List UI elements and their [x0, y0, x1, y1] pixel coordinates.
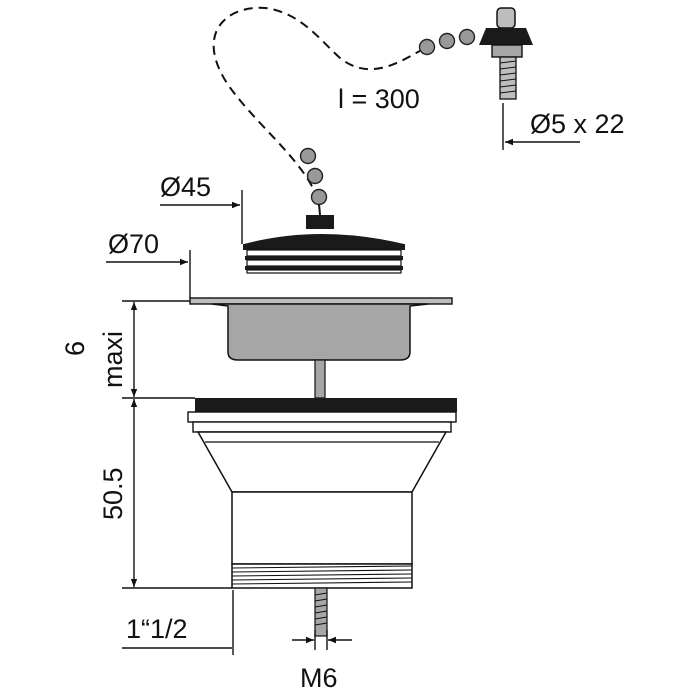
bolt-thread-dimension — [292, 630, 352, 650]
thread-size-label: 1“1/2 — [126, 614, 188, 644]
gap-max-value-label: 6 — [60, 341, 90, 356]
flange-diameter-dimension — [106, 250, 191, 298]
thread-size-dimension — [122, 590, 234, 655]
vertical-dimensions — [122, 300, 232, 589]
bolt-upper — [314, 359, 326, 399]
stopper-diameter-dimension — [160, 190, 243, 244]
bolt-lower — [314, 587, 328, 637]
chain-line — [212, 6, 426, 201]
bolt-thread-label: M6 — [300, 663, 338, 693]
strainer-flange — [189, 297, 453, 361]
stopper-diameter-label: Ø45 — [160, 172, 211, 202]
pin-assembly — [479, 7, 533, 100]
waste-body — [187, 398, 457, 589]
flange-diameter-label: Ø70 — [108, 229, 159, 259]
pin-dimension — [502, 103, 580, 150]
stopper — [243, 215, 405, 274]
chain-length-label: l = 300 — [338, 84, 420, 114]
chain-beads-top — [418, 28, 476, 56]
body-height-label: 50.5 — [98, 467, 128, 520]
gap-max-unit-label: maxi — [98, 331, 128, 388]
pin-size-label: Ø5 x 22 — [530, 109, 625, 139]
chain-beads-bottom — [299, 147, 328, 206]
chain-connector — [318, 203, 321, 216]
